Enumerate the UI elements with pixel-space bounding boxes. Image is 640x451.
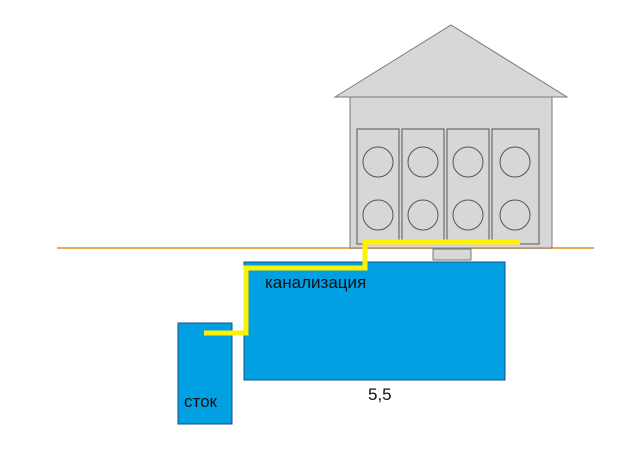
house (333, 24, 569, 261)
house-circle (452, 146, 484, 178)
drain-chamber (177, 322, 233, 425)
house-roof (333, 24, 569, 98)
house-circle (407, 146, 439, 178)
house-circle (362, 146, 394, 178)
house-circle (362, 199, 394, 231)
house-circle (499, 146, 531, 178)
house-circle (499, 199, 531, 231)
sewer-label: канализация (265, 273, 366, 292)
house-foundation (432, 248, 472, 261)
house-circle (407, 199, 439, 231)
septic-tank (243, 261, 506, 381)
drain-label: сток (184, 392, 218, 411)
sewer-pipe (204, 239, 520, 336)
house-circle (452, 199, 484, 231)
tank-size-label: 5,5 (368, 385, 392, 404)
